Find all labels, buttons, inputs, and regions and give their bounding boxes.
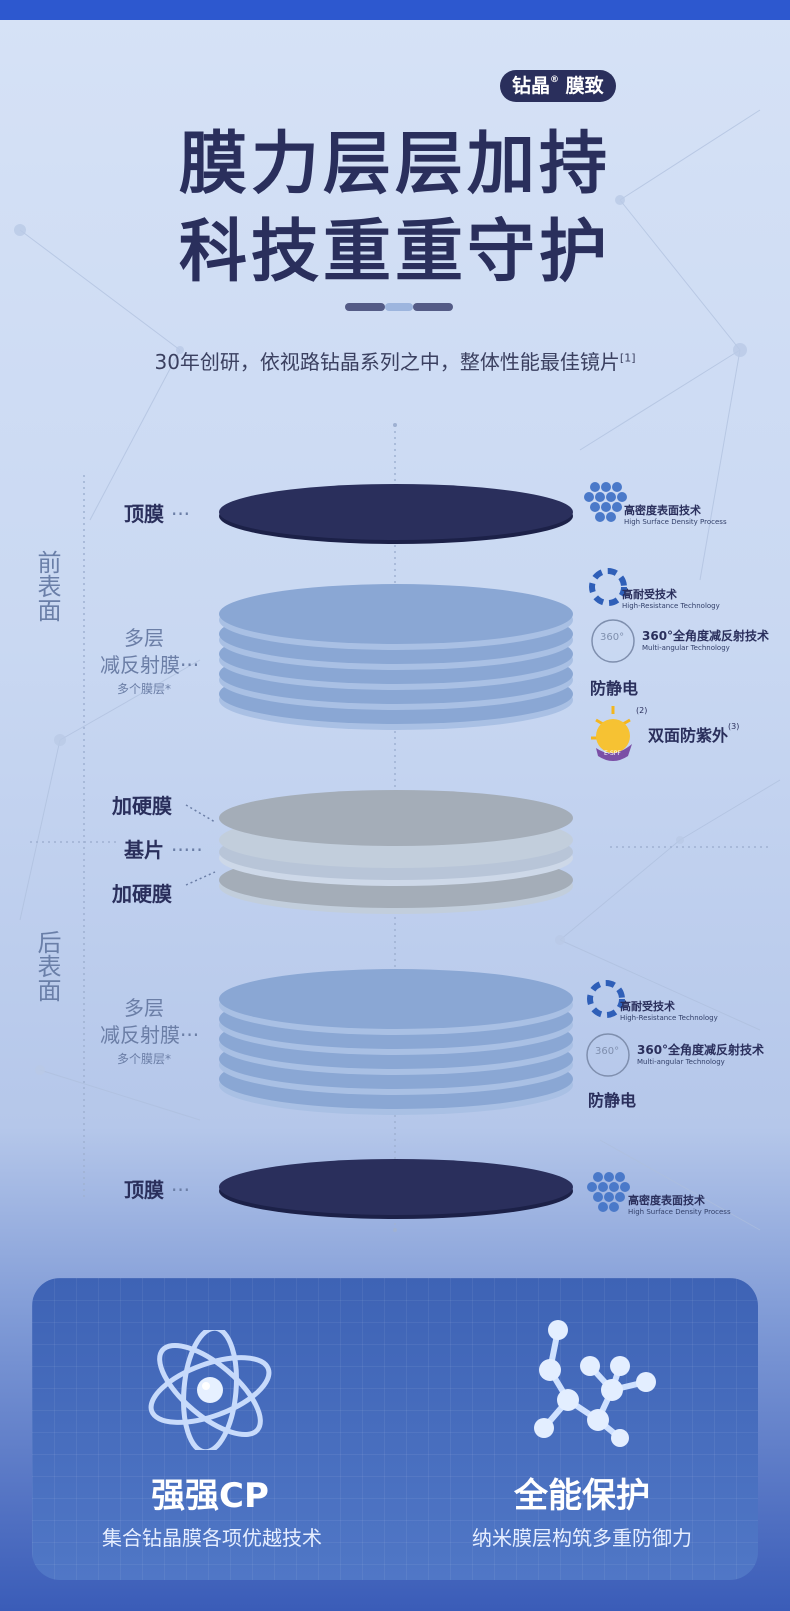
resistance-icon-back: [587, 980, 625, 1018]
angular-tech-front: 360°全角度减反射技术 Multi-angular Technology: [642, 627, 769, 652]
uv-protection: 双面防紫外(3): [648, 722, 739, 746]
resist-tech-back: 高耐受技术 High-Resistance Technology: [620, 998, 718, 1022]
multi-layer-note: 多个膜层*: [116, 682, 171, 696]
density-tech-en: High Surface Density Process: [628, 1208, 731, 1216]
multi-layer-label-2: 减反射膜···: [100, 652, 199, 679]
top-film-label-back: 顶膜 ···: [124, 1174, 190, 1203]
front-surface-label: 前表面: [33, 550, 61, 622]
angular-tech-cn: 360°全角度减反射技术: [637, 1043, 765, 1057]
angular-360-icon: [591, 619, 635, 663]
atom-icon: [148, 1330, 272, 1450]
subtitle-footnote: [1]: [619, 351, 636, 365]
density-tech-front: 高密度表面技术 High Surface Density Process: [624, 502, 727, 526]
angular-360-icon-back: [586, 1033, 630, 1077]
resist-tech-cn: 高耐受技术: [622, 588, 677, 601]
leader-dots: ···: [180, 1023, 200, 1047]
multi-layer-label-1: 多层: [124, 626, 164, 650]
uv-note-2: (2): [636, 706, 648, 715]
divider-right: [413, 303, 453, 311]
resist-tech-en: High-Resistance Technology: [620, 1014, 718, 1022]
density-tech-en: High Surface Density Process: [624, 518, 727, 526]
feature-title-1: 强强CP: [151, 1476, 269, 1516]
multi-layer-note-back: 多个膜层*: [116, 1052, 171, 1066]
uv-text: 双面防紫外: [648, 726, 729, 745]
resist-tech-cn: 高耐受技术: [620, 1000, 675, 1013]
top-film-text: 顶膜: [124, 1178, 164, 1202]
resistance-icon: [589, 568, 627, 606]
divider-left: [345, 303, 385, 311]
density-tech-cn: 高密度表面技术: [628, 1194, 705, 1207]
antistatic-front: 防静电: [590, 679, 639, 698]
antistatic-back: 防静电: [588, 1091, 637, 1110]
leader-dots: ···: [180, 653, 200, 677]
subtitle-text: 30年创研，依视路钻晶系列之中，整体性能最佳镜片: [154, 350, 620, 374]
registered-mark: ®: [550, 75, 560, 85]
feature-title-2: 全能保护: [514, 1476, 650, 1516]
badge-text: 膜致: [565, 75, 604, 97]
uv-sun-icon: [591, 706, 632, 761]
uv-note-3: (3): [728, 722, 740, 731]
angular-tech-en: Multi-angular Technology: [642, 644, 730, 652]
density-tech-back: 高密度表面技术 High Surface Density Process: [628, 1192, 731, 1216]
angular-tech-cn: 360°全角度减反射技术: [642, 629, 770, 643]
badge-brand: 钻晶: [512, 75, 551, 97]
subtitle: 30年创研，依视路钻晶系列之中，整体性能最佳镜片[1]: [0, 346, 790, 375]
ar-film-text: 减反射膜: [100, 1023, 180, 1047]
resist-tech-en: High-Resistance Technology: [622, 602, 720, 610]
feature-desc-1: 集合钻晶膜各项优越技术: [102, 1526, 322, 1550]
back-ar-stack: [219, 969, 573, 1115]
front-ar-stack: [219, 584, 573, 730]
brand-badge: 钻晶® 膜致: [500, 70, 616, 102]
substrate-label: 基片 ·····: [124, 834, 203, 863]
lens-layer-diagram: [30, 423, 770, 1232]
molecule-icon: [534, 1320, 656, 1447]
uv-badge-text: E-SPF: [604, 750, 621, 757]
angular-360-text: 360°: [600, 632, 625, 643]
top-film-back: [219, 1159, 573, 1219]
leader-dots: ·····: [170, 838, 203, 862]
headline-line-1: 膜力层层加持: [178, 125, 611, 204]
headline-line-2: 科技重重守护: [178, 213, 611, 292]
top-film-text: 顶膜: [124, 502, 164, 526]
ar-film-text: 减反射膜: [100, 653, 180, 677]
multi-layer-label-back-1: 多层: [124, 996, 164, 1020]
back-surface-label: 后表面: [33, 930, 61, 1002]
leader-dots: ···: [170, 1178, 191, 1202]
hardcoat-substrate-stack: [219, 790, 573, 914]
hard-film-label-bottom: 加硬膜: [112, 882, 172, 906]
density-tech-cn: 高密度表面技术: [624, 504, 701, 517]
resist-tech-front: 高耐受技术 High-Resistance Technology: [622, 586, 720, 610]
substrate-text: 基片: [124, 838, 164, 862]
honeycomb-icon-back: [587, 1172, 630, 1212]
hard-film-label-top: 加硬膜: [112, 794, 172, 818]
multi-layer-label-back-2: 减反射膜···: [100, 1022, 199, 1049]
honeycomb-icon: [584, 482, 627, 522]
network-background: [14, 109, 781, 1231]
angular-tech-back: 360°全角度减反射技术 Multi-angular Technology: [637, 1041, 764, 1066]
top-bar: [0, 0, 790, 20]
feature-desc-2: 纳米膜层构筑多重防御力: [472, 1526, 692, 1550]
divider-middle: [385, 303, 413, 311]
feature-panel: [32, 1278, 758, 1580]
leader-dots: ···: [170, 502, 191, 526]
top-film-front: [219, 484, 573, 544]
angular-360-text-back: 360°: [595, 1046, 620, 1057]
angular-tech-en: Multi-angular Technology: [637, 1058, 725, 1066]
top-film-label-front: 顶膜 ···: [124, 498, 190, 527]
